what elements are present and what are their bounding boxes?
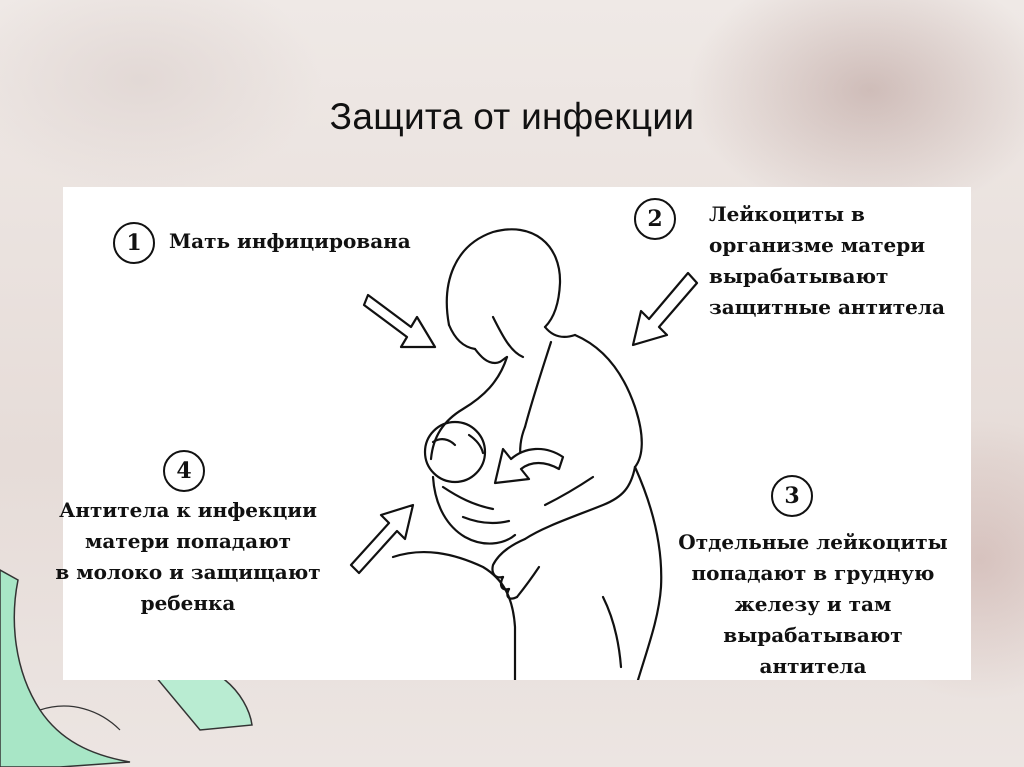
mother-arm <box>525 467 635 539</box>
baby-body <box>433 477 515 544</box>
slide-title: Защита от инфекции <box>0 96 1024 138</box>
mother-lap <box>393 552 515 680</box>
diagram-panel: 1 Мать инфицирована 2 Лейкоциты в органи… <box>63 187 971 680</box>
step-number-2: 2 <box>634 198 676 240</box>
step-text-4: Антитела к инфекции матери попадают в мо… <box>53 495 323 619</box>
arrow-icon-step1 <box>364 295 435 347</box>
mother-head <box>447 229 560 327</box>
step-number-1: 1 <box>113 222 155 264</box>
arrow-icon-step3 <box>495 449 563 483</box>
step-number-4: 4 <box>163 450 205 492</box>
mother-chest <box>431 357 507 459</box>
step-text-3: Отдельные лейкоциты попадают в грудную ж… <box>668 527 958 682</box>
step-number-3: 3 <box>771 475 813 517</box>
baby-head <box>425 422 485 482</box>
mother-back <box>575 335 642 467</box>
step-text-2: Лейкоциты в организме матери вырабатываю… <box>709 199 945 323</box>
step-text-1: Мать инфицирована <box>169 226 411 257</box>
arrow-icon-step2 <box>633 273 697 345</box>
mother-hand <box>492 539 525 577</box>
arrow-icon-step4 <box>351 505 413 573</box>
